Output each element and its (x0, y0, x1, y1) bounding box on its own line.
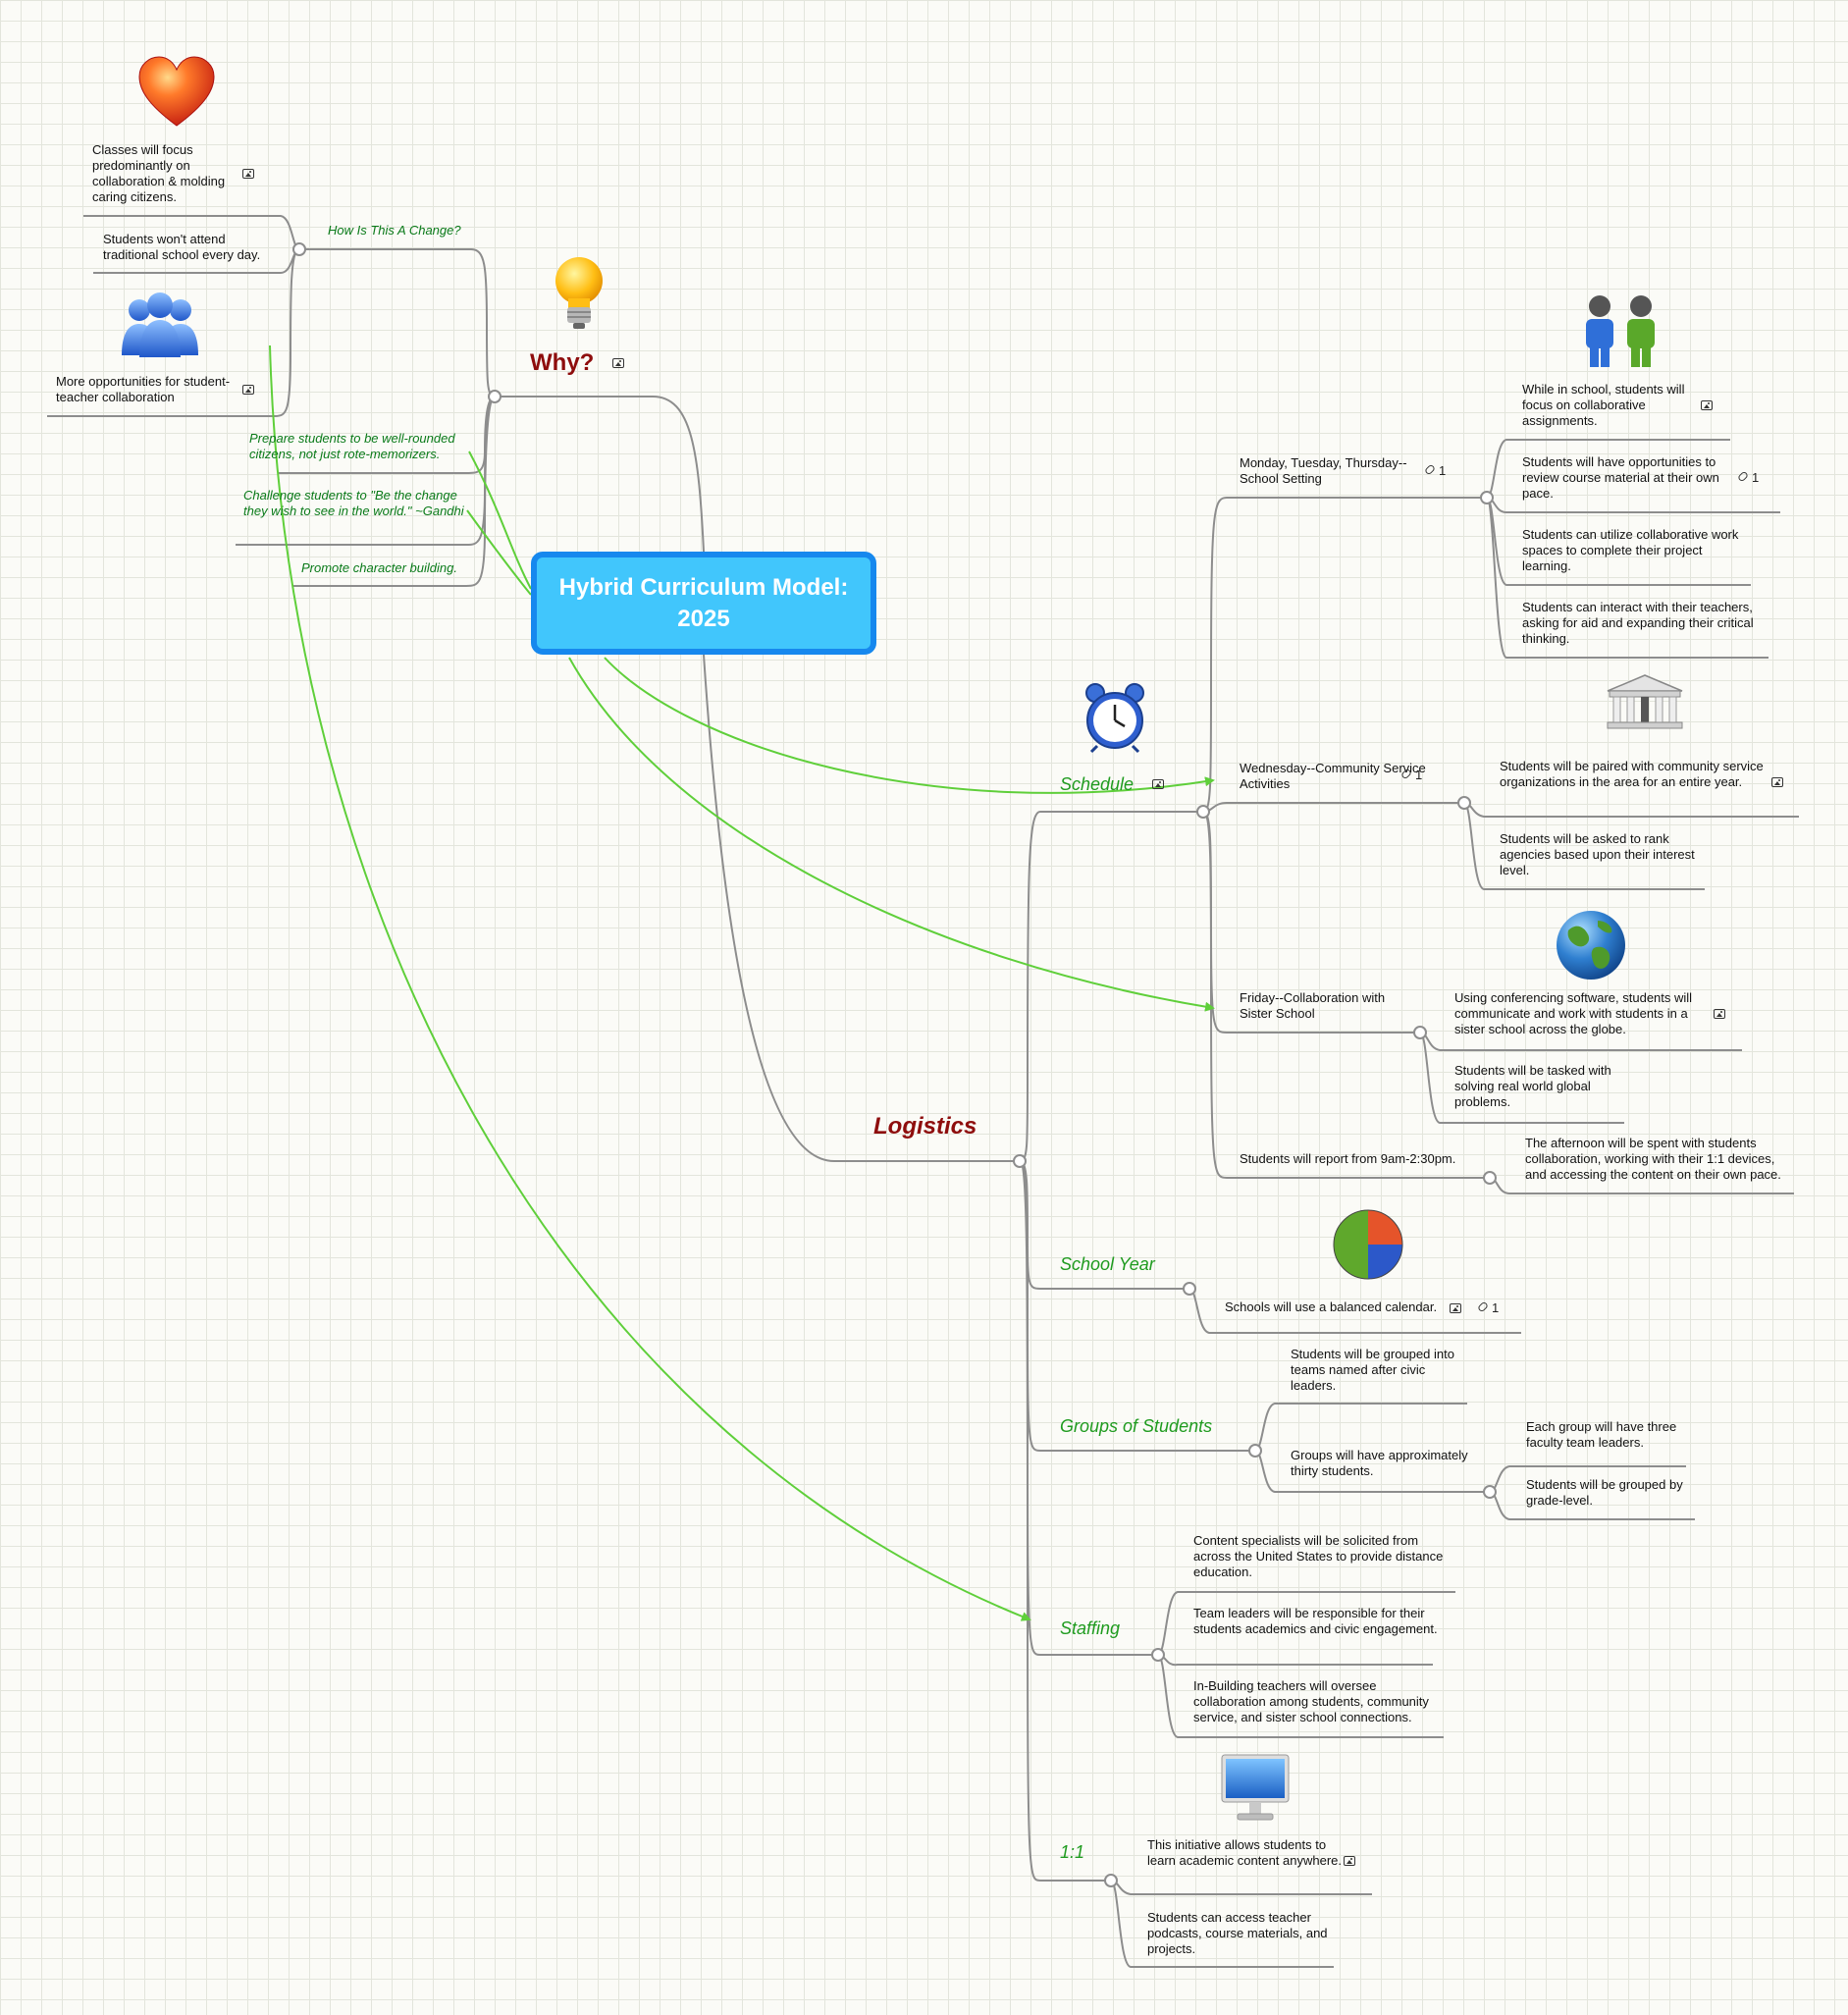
staffing-item-team-leaders[interactable]: Team leaders will be responsible for the… (1193, 1606, 1438, 1636)
subtopic-one-to-one[interactable]: 1:1 (1060, 1842, 1085, 1862)
image-icon[interactable] (1152, 779, 1164, 789)
wed-item-paired-organizations[interactable]: Students will be paired with community s… (1500, 759, 1764, 789)
image-icon[interactable] (242, 169, 254, 179)
subtopic-groups-of-students[interactable]: Groups of Students (1060, 1416, 1213, 1436)
day-friday[interactable]: Friday--Collaboration with Sister School (1240, 990, 1386, 1021)
image-icon[interactable] (1450, 1303, 1461, 1313)
how-is-this-a-change-label[interactable]: How Is This A Change? (328, 223, 461, 238)
day-hours[interactable]: Students will report from 9am-2:30pm. (1240, 1151, 1456, 1166)
how-item-focus-collaboration[interactable]: Classes will focus predominantly on coll… (92, 142, 226, 204)
one-to-one-item-anywhere[interactable]: This initiative allows students to learn… (1147, 1837, 1343, 1868)
pie-chart-icon (1333, 1209, 1403, 1280)
mtt-item-collaborative-assignments[interactable]: While in school, students will focus on … (1522, 382, 1685, 428)
reason-well-rounded[interactable]: Prepare students to be well-rounded citi… (249, 431, 455, 461)
fri-item-global-problems[interactable]: Students will be tasked with solving rea… (1454, 1063, 1611, 1109)
people-icon (122, 292, 198, 357)
image-icon[interactable] (1771, 777, 1783, 787)
staffing-item-content-specialists[interactable]: Content specialists will be solicited fr… (1193, 1533, 1444, 1579)
one-to-one-item-podcasts[interactable]: Students can access teacher podcasts, co… (1147, 1910, 1328, 1956)
mtt-item-review-material[interactable]: Students will have opportunities to revi… (1522, 454, 1719, 501)
subtopic-schedule[interactable]: Schedule (1060, 774, 1135, 794)
link-icon[interactable]: 1 (1736, 470, 1759, 486)
image-icon[interactable] (612, 358, 624, 368)
link-icon[interactable]: 1 (1476, 1300, 1499, 1316)
mtt-item-interact-teachers[interactable]: Students can interact with their teacher… (1522, 600, 1754, 646)
heart-icon (138, 56, 215, 127)
central-topic[interactable]: Hybrid Curriculum Model: 2025 (531, 552, 876, 655)
image-icon[interactable] (1701, 400, 1713, 410)
alarm-clock-icon (1085, 683, 1144, 754)
day-wednesday[interactable]: Wednesday--Community Service Activities (1240, 761, 1426, 791)
day-monday-tuesday-thursday[interactable]: Monday, Tuesday, Thursday--School Settin… (1240, 455, 1407, 486)
two-people-icon (1586, 295, 1655, 367)
subtopic-staffing[interactable]: Staffing (1060, 1618, 1121, 1638)
mtt-item-work-spaces[interactable]: Students can utilize collaborative work … (1522, 527, 1739, 573)
how-item-not-every-day[interactable]: Students won't attend traditional school… (103, 232, 261, 262)
hours-item-afternoon[interactable]: The afternoon will be spent with student… (1525, 1136, 1781, 1182)
building-icon (1607, 674, 1683, 729)
groups-item-civic-leaders[interactable]: Students will be grouped into teams name… (1291, 1347, 1454, 1393)
image-icon[interactable] (1344, 1856, 1355, 1866)
reason-be-the-change[interactable]: Challenge students to "Be the change the… (243, 488, 464, 518)
groups-item-thirty-students[interactable]: Groups will have approximately thirty st… (1291, 1448, 1468, 1478)
link-icon[interactable]: 1 (1399, 768, 1422, 783)
image-icon[interactable] (1714, 1009, 1725, 1019)
subtopic-school-year[interactable]: School Year (1060, 1254, 1155, 1274)
wed-item-rank-agencies[interactable]: Students will be asked to rank agencies … (1500, 831, 1695, 877)
globe-icon (1557, 911, 1625, 980)
image-icon[interactable] (242, 385, 254, 395)
groups-subitem-grade-level[interactable]: Students will be grouped by grade-level. (1526, 1477, 1683, 1508)
school-year-item-balanced[interactable]: Schools will use a balanced calendar. (1225, 1299, 1438, 1314)
reason-character-building[interactable]: Promote character building. (301, 560, 457, 575)
fri-item-conferencing[interactable]: Using conferencing software, students wi… (1454, 990, 1693, 1036)
topic-logistics[interactable]: Logistics (873, 1113, 977, 1140)
topic-why[interactable]: Why? (530, 349, 595, 376)
how-item-more-opportunities[interactable]: More opportunities for student-teacher c… (56, 374, 231, 404)
staffing-item-in-building-teachers[interactable]: In-Building teachers will oversee collab… (1193, 1678, 1429, 1724)
lightbulb-icon (555, 257, 603, 329)
link-icon[interactable]: 1 (1423, 463, 1446, 479)
monitor-icon (1221, 1754, 1290, 1821)
groups-subitem-three-leaders[interactable]: Each group will have three faculty team … (1526, 1419, 1677, 1450)
